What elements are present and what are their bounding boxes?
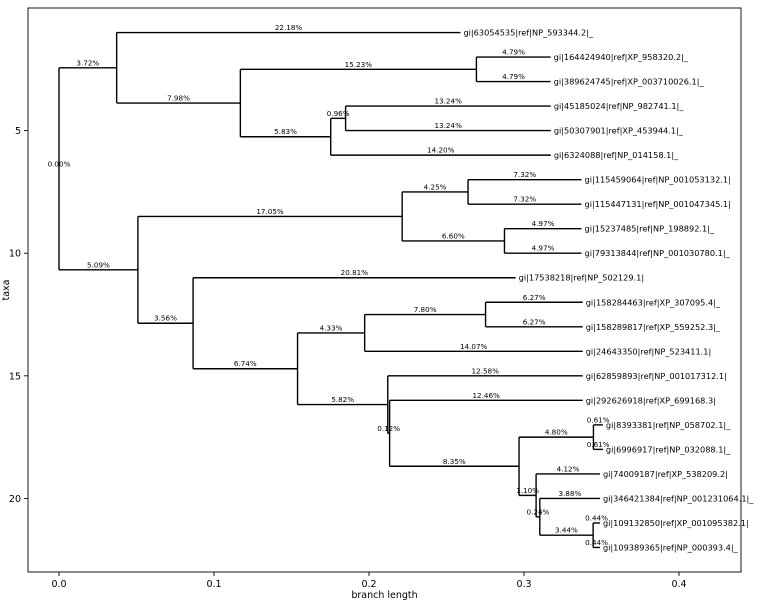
axes: 0.0 0.1 0.2 0.3 0.4 5 10 15 20 bbox=[9, 7, 742, 590]
branch-length-label: 7.32% bbox=[513, 170, 536, 179]
branch-length-label: 5.09% bbox=[87, 260, 110, 269]
tree: 0.00%3.72%22.18%gi|63054535|ref|NP_59334… bbox=[48, 23, 755, 552]
taxon-label: gi|45185024|ref|NP_982741.1|_ bbox=[554, 101, 685, 111]
taxon-label: gi|6996917|ref|NP_032088.1|_ bbox=[606, 444, 731, 454]
taxon-label: gi|109132850|ref|XP_001095382.1| bbox=[603, 518, 749, 528]
branch-length-label: 3.88% bbox=[558, 489, 581, 498]
branch-length-label: 0.44% bbox=[585, 513, 608, 522]
branch-length-label: 3.72% bbox=[76, 58, 99, 67]
taxon-label: gi|63054535|ref|NP_593344.2|_ bbox=[463, 28, 594, 38]
branch-length-label: 4.33% bbox=[320, 323, 343, 332]
branch-length-label: 7.32% bbox=[513, 195, 536, 204]
branch-length-label: 0.61% bbox=[587, 415, 610, 424]
branch-length-label: 3.56% bbox=[154, 314, 177, 323]
branch-length-label: 6.74% bbox=[234, 359, 257, 368]
branch-length-label: 7.98% bbox=[167, 94, 190, 103]
x-tick-label: 0.3 bbox=[516, 579, 531, 590]
branch-length-label: 0.24% bbox=[527, 507, 550, 516]
y-tick-label: 10 bbox=[9, 249, 21, 260]
branch-length-label: 14.07% bbox=[460, 342, 488, 351]
taxon-label: gi|115459064|ref|NP_001053132.1| bbox=[585, 175, 731, 185]
branch-length-label: 4.79% bbox=[502, 48, 525, 57]
branch-length-label: 3.44% bbox=[555, 526, 578, 535]
taxon-label: gi|62859893|ref|NP_001017312.1| bbox=[586, 371, 727, 381]
branch-length-label: 22.18% bbox=[275, 23, 303, 32]
x-tick-label: 0.0 bbox=[51, 579, 66, 590]
branch-length-label: 17.05% bbox=[256, 207, 284, 216]
y-axis-label: taxa bbox=[1, 280, 12, 301]
branch-length-label: 7.80% bbox=[414, 305, 437, 314]
taxon-label: gi|158289817|ref|XP_559252.3|_ bbox=[586, 322, 721, 332]
branch-length-label: 4.25% bbox=[424, 182, 447, 191]
taxon-label: gi|79313844|ref|NP_001030780.1|_ bbox=[585, 248, 731, 258]
taxon-label: gi|24643350|ref|NP_523411.1| bbox=[586, 346, 712, 356]
x-axis-label: branch length bbox=[351, 590, 417, 601]
taxon-label: gi|74009187|ref|XP_538209.2| bbox=[603, 469, 728, 479]
taxon-label: gi|50307901|ref|XP_453944.1|_ bbox=[554, 126, 684, 136]
x-tick-label: 0.1 bbox=[206, 579, 221, 590]
branch-length-label: 4.97% bbox=[532, 219, 555, 228]
taxon-label: gi|115447131|ref|NP_001047345.1| bbox=[585, 199, 731, 209]
y-tick-label: 20 bbox=[9, 494, 21, 505]
branch-length-label: 4.79% bbox=[502, 72, 525, 81]
y-tick-label: 15 bbox=[9, 371, 21, 382]
branch-length-label: 5.82% bbox=[331, 395, 354, 404]
taxon-label: gi|164424940|ref|XP_958320.2|_ bbox=[554, 52, 689, 62]
x-tick-label: 0.4 bbox=[671, 579, 686, 590]
taxon-label: gi|109389365|ref|NP_000393.4|_ bbox=[603, 542, 739, 552]
branch-length-label: 12.46% bbox=[472, 391, 500, 400]
taxon-label: gi|346421384|ref|NP_001231064.1|_ bbox=[603, 493, 754, 503]
branch-length-label: 15.23% bbox=[345, 60, 373, 69]
taxon-label: gi|17538218|ref|NP_502129.1| bbox=[519, 273, 645, 283]
taxon-label: gi|158284463|ref|XP_307095.4|_ bbox=[586, 297, 721, 307]
branch-length-label: 13.24% bbox=[435, 121, 463, 130]
branch-length-label: 1.10% bbox=[516, 486, 539, 495]
branch-length-label: 0.12% bbox=[377, 424, 400, 433]
taxon-label: gi|8393381|ref|NP_058702.1|_ bbox=[606, 420, 731, 430]
branch-length-label: 6.60% bbox=[442, 231, 465, 240]
branch-length-label: 0.44% bbox=[585, 538, 608, 547]
branch-length-label: 4.12% bbox=[557, 464, 580, 473]
branch-length-label: 12.58% bbox=[472, 366, 500, 375]
plot-frame bbox=[27, 7, 742, 573]
taxon-label: gi|6324088|ref|NP_014158.1|_ bbox=[554, 150, 679, 160]
y-tick-label: 5 bbox=[15, 126, 21, 137]
branch-length-label: 14.20% bbox=[427, 146, 455, 155]
taxon-label: gi|292626918|ref|XP_699168.3| bbox=[586, 395, 716, 405]
branch-length-label: 20.81% bbox=[341, 268, 369, 277]
branch-length-label: 6.27% bbox=[523, 317, 546, 326]
branch-length-label: 0.96% bbox=[327, 109, 350, 118]
branch-length-label: 6.27% bbox=[523, 293, 546, 302]
taxon-label: gi|15237485|ref|NP_198892.1|_ bbox=[585, 224, 716, 234]
branch-length-label: 8.35% bbox=[443, 457, 466, 466]
branch-length-label: 13.24% bbox=[435, 97, 463, 106]
x-tick-label: 0.2 bbox=[361, 579, 376, 590]
branch-length-label: 4.97% bbox=[532, 244, 555, 253]
branch-length-label: 5.83% bbox=[274, 127, 297, 136]
taxon-label: gi|389624745|ref|XP_003710026.1|_ bbox=[554, 77, 705, 87]
branch-length-label: 0.61% bbox=[587, 440, 610, 449]
branch-length-label: 4.80% bbox=[545, 428, 568, 437]
